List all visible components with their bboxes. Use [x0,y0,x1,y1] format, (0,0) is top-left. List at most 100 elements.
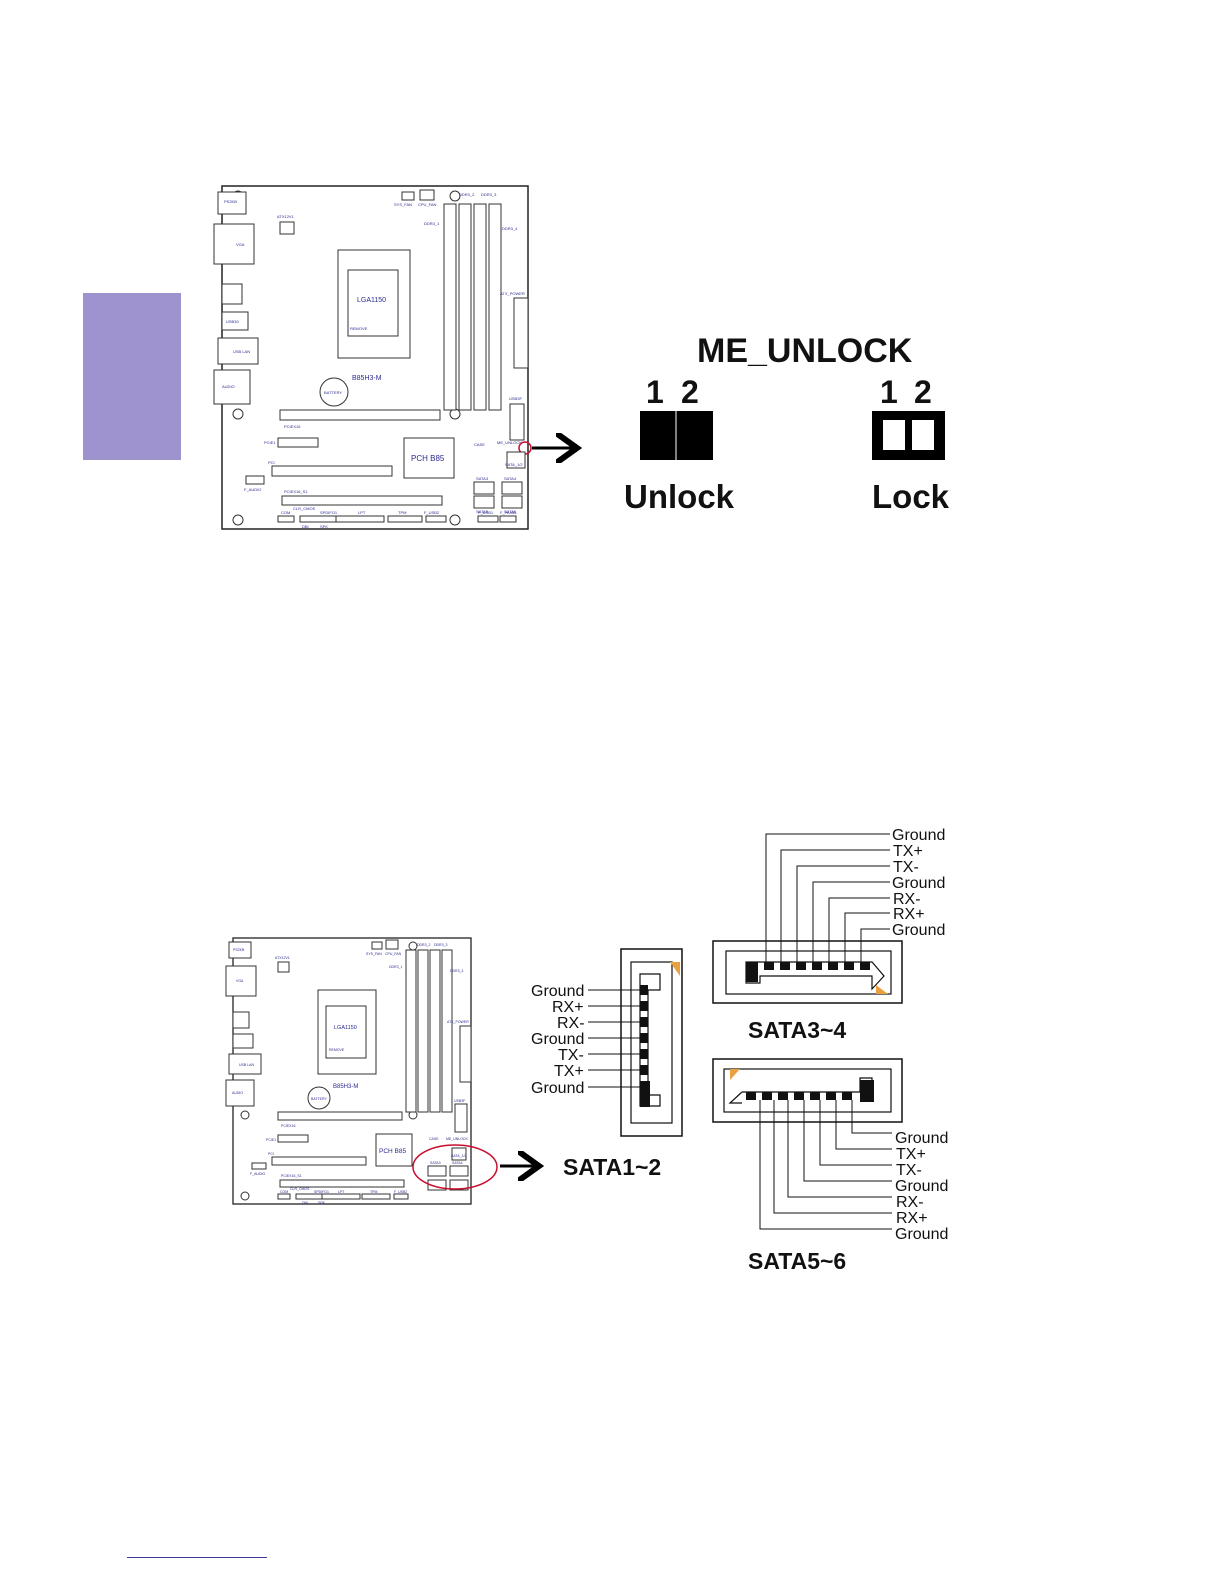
svg-text:PCIE1: PCIE1 [266,1138,276,1142]
sata12-pin7-label: Ground [531,1080,584,1097]
sata12-label: SATA_1/2 [505,462,523,467]
sata56-pin6-label: RX+ [896,1210,928,1227]
sys-fan-label: SYS_FAN [394,202,412,207]
case-label: CASE [474,442,485,447]
svg-text:USB3F: USB3F [454,1099,465,1103]
atx-power-label: ATX_POWER [500,291,525,296]
sata34-pin3-label: TX- [893,859,919,876]
sata34-pin2-label: TX+ [893,843,923,860]
sata12-pin3-label: RX- [557,1015,585,1032]
sata-highlight-ellipse [412,1144,498,1190]
sata56-pin1-label: Ground [895,1130,948,1147]
sata12-pin1-label: Ground [531,983,584,1000]
clr-cmos-label: CLR_CMOS [293,506,316,511]
sata12-pin2-label: RX+ [552,999,584,1016]
usb3-label: USB30 [226,319,239,324]
svg-text:PCH B85: PCH B85 [379,1148,406,1155]
pci-label: PCI [268,460,275,465]
spk-label: SPK [320,524,328,529]
svg-text:SYS_FAN: SYS_FAN [366,952,382,956]
svg-text:ATX_POWER: ATX_POWER [447,1020,469,1024]
ddr3-1-label: DDR3_1 [424,221,440,226]
svg-text:PCIEX16_S1: PCIEX16_S1 [281,1174,302,1178]
svg-text:SATA3: SATA3 [430,1161,441,1165]
remove-label: REMOVE [350,326,368,331]
sata56-pin3-label: TX- [896,1162,922,1179]
cpu-fan-label: CPU_FAN [418,202,437,207]
svg-text:PCI: PCI [268,1152,274,1156]
svg-text:DDR3_4: DDR3_4 [450,969,463,973]
audio-label: AUDIO [222,384,235,389]
unlock-label: Unlock [624,478,735,515]
ddr3-2-label: DDR3_2 [459,192,475,197]
pcie1-label: PCIE1 [264,440,276,445]
lock-label: Lock [872,478,950,515]
vga-label: VGA [236,242,245,247]
svg-text:VGA: VGA [236,979,244,983]
sata34-connector: Ground TX+ TX- Ground RX- RX+ Ground SAT… [712,827,945,1043]
svg-text:LPT: LPT [338,1190,345,1194]
pciex16-label: PCIEX16 [284,424,301,429]
usb3f-label: USB3F [509,396,522,401]
sata4-label: SATA4 [504,476,517,481]
svg-text:COM: COM [280,1190,288,1194]
jumper-lock: 1 2 Lock [872,374,950,515]
footer-rule [127,1557,267,1558]
svg-text:B85H3-M: B85H3-M [333,1084,358,1090]
sata12-title: SATA1~2 [563,1154,661,1180]
battery-label: BATTERY [324,390,342,395]
jumper-unlock: 1 2 Unlock [624,374,735,515]
ps2kb-label: PS2KB [224,199,237,204]
sata12-connector: Ground RX+ RX- Ground TX- TX+ Ground [531,948,683,1137]
sata6-label: SATA6 [504,509,517,514]
sata34-pin6-label: RX+ [893,906,925,923]
svg-text:DDR3_1: DDR3_1 [389,965,402,969]
f-usb2-label: F_USB2 [424,510,440,515]
svg-text:LGA1150: LGA1150 [334,1025,357,1031]
svg-text:PS2KB: PS2KB [233,948,245,952]
svg-text:CPU_FAN: CPU_FAN [385,952,402,956]
svg-text:REMOVE: REMOVE [329,1048,345,1052]
svg-text:F_AUDIO: F_AUDIO [250,1172,265,1176]
f-usb1-label: F_USB1 [478,510,494,515]
sata56-pin2-label: TX+ [896,1146,926,1163]
sata3-label: SATA3 [476,476,489,481]
svg-text:PCIEX16: PCIEX16 [281,1124,295,1128]
svg-text:BATTERY: BATTERY [311,1097,327,1101]
svg-text:SPDIFO1: SPDIFO1 [314,1190,329,1194]
pch-label: PCH B85 [411,454,445,463]
svg-text:AUDIO: AUDIO [232,1091,243,1095]
tpm-label: TPM [398,510,406,515]
me-unlock-small-label: ME_UNLOCK [497,440,522,445]
usb-lan-label: USB LAN [233,349,250,354]
sata34-pin1-label: Ground [892,827,945,844]
dbi-label: DBI [302,524,309,529]
sata34-pin5-label: RX- [893,891,921,908]
svg-text:USB LAN: USB LAN [239,1063,254,1067]
sata56-pin7-label: Ground [895,1226,948,1243]
com-label: COM [281,510,290,515]
svg-text:ATX12V1: ATX12V1 [275,956,290,960]
lga-label: LGA1150 [357,297,386,304]
sata12-pin6-label: TX+ [554,1063,584,1080]
motherboard-top: PS2KB VGA USB30 USB LAN AUDIO ATX12V1 SY… [213,185,532,530]
sata56-connector: Ground TX+ TX- Ground RX- RX+ Ground SAT… [712,1058,948,1274]
f-audio-label: F_AUDIO [244,487,261,492]
svg-text:F_USB2: F_USB2 [394,1190,407,1194]
svg-text:SPK: SPK [318,1201,326,1205]
svg-text:DDR3_2: DDR3_2 [417,943,430,947]
motherboard-bottom: PS2KB VGA USB LAN AUDIO ATX12V1 SYS_FAN … [225,937,498,1205]
sata56-pin4-label: Ground [895,1178,948,1195]
pciex16-2-label: PCIEX16_S1 [284,489,308,494]
svg-text:SATA_1/2: SATA_1/2 [451,1154,466,1158]
sata56-pin5-label: RX- [896,1194,924,1211]
atx12v-label: ATX12V1 [277,214,295,219]
unlock-pin2-label: 2 [681,374,699,410]
me-unlock-title: ME_UNLOCK [697,332,913,370]
model-label: B85H3-M [352,375,382,382]
ddr3-4-label: DDR3_4 [502,226,518,231]
unlock-pin1-label: 1 [646,374,664,410]
sata5-label: SATA5 [476,509,489,514]
svg-text:CASE: CASE [429,1137,439,1141]
